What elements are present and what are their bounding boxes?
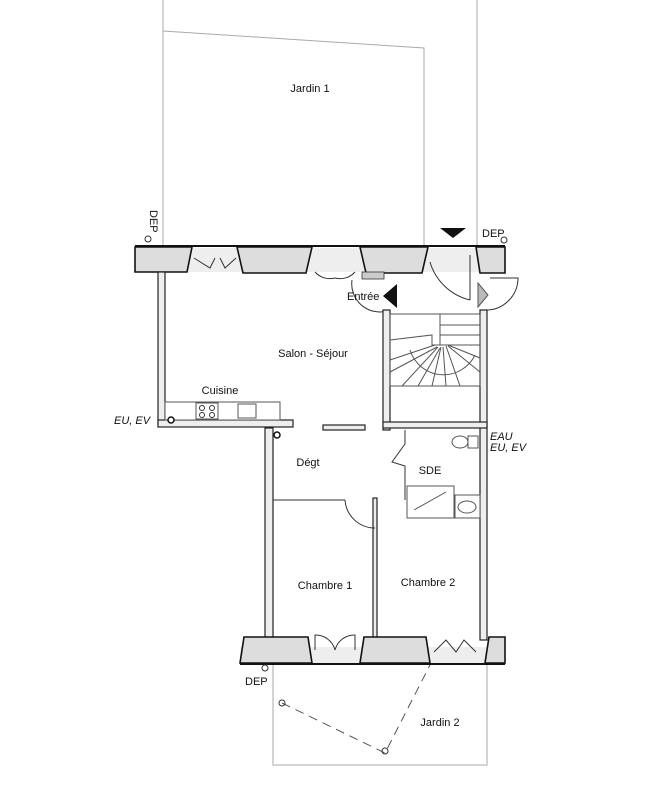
entrance-arrow-icon: [477, 281, 489, 309]
top-facade-wall: [134, 245, 519, 313]
room-label-degt: Dégt: [296, 457, 319, 469]
sink-icon: [237, 403, 257, 419]
room-label-salon: Salon - Séjour: [278, 348, 348, 360]
dep-label: DEP: [245, 676, 268, 688]
eu-ev-label: EU, EV: [114, 415, 152, 427]
room-label-jardin-1: Jardin 1: [290, 83, 329, 95]
staircase: [389, 313, 481, 387]
eu-ev-label: EU, EV: [490, 442, 528, 454]
bathroom-fixtures: [406, 435, 481, 519]
interior-walls: [157, 271, 488, 641]
kitchen-counter: [164, 401, 281, 439]
eau-label: EAU: [490, 431, 513, 443]
room-label-entree: Entrée: [347, 291, 379, 303]
dep-label: DEP: [147, 210, 159, 233]
room-label-cuisine: Cuisine: [202, 385, 239, 397]
room-label-jardin-2: Jardin 2: [420, 717, 459, 729]
garden-1-outline: [162, 0, 478, 245]
entrance-arrow-icon: [383, 284, 397, 308]
garden-2-outline: [272, 664, 488, 766]
dep-label: DEP: [482, 228, 505, 240]
room-label-chambre-1: Chambre 1: [298, 580, 352, 592]
room-label-chambre-2: Chambre 2: [401, 577, 455, 589]
room-label-sde: SDE: [419, 465, 442, 477]
bottom-facade-wall: [239, 634, 506, 672]
stove-icon: [195, 402, 219, 420]
shower-icon: [406, 485, 455, 519]
entrance-arrow-icon: [440, 228, 466, 238]
toilet-icon: [451, 435, 469, 449]
